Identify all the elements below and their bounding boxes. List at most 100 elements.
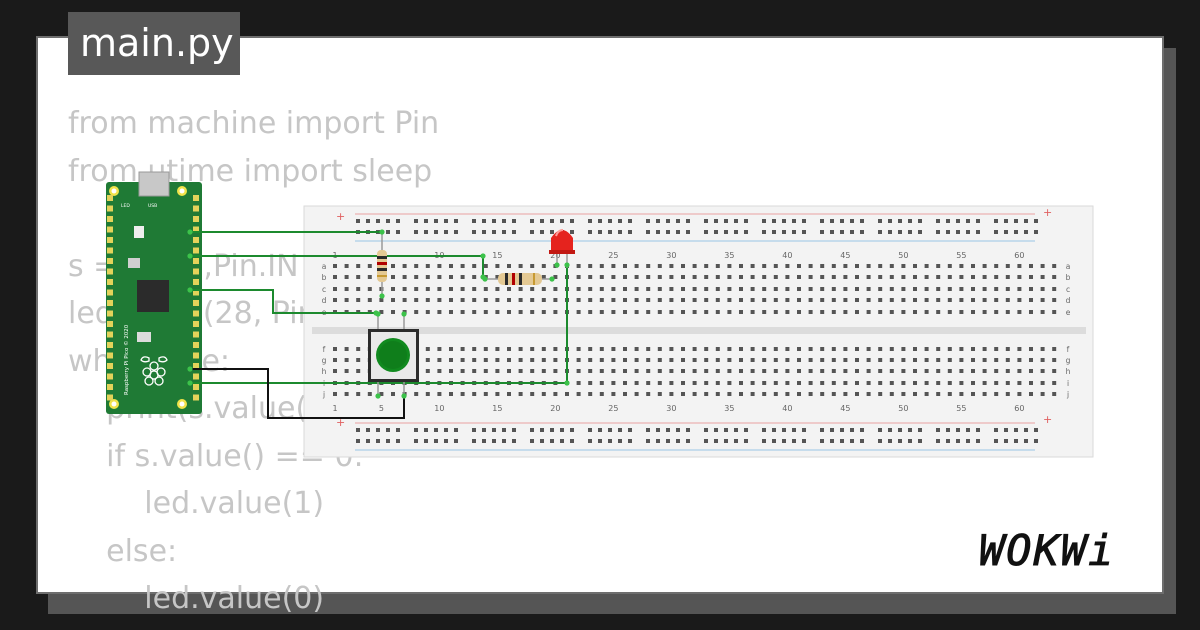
rail-hole — [820, 219, 824, 223]
resistor-horizontal[interactable] — [485, 273, 552, 285]
breadboard-hole — [449, 347, 453, 351]
breadboard-hole — [924, 381, 929, 385]
rail-hole — [782, 230, 786, 234]
connection-dot — [379, 293, 385, 299]
rail-hole — [502, 428, 506, 432]
resistor-vertical[interactable] — [377, 232, 387, 296]
breadboard-hole — [797, 287, 801, 291]
breadboard-hole — [889, 358, 894, 362]
breadboard-hole — [681, 287, 685, 291]
rail-hole — [492, 439, 496, 443]
breadboard-hole — [727, 298, 732, 302]
breadboard-hole — [936, 298, 941, 302]
rail-hole — [792, 230, 796, 234]
red-led[interactable] — [549, 229, 575, 268]
rail-hole — [376, 219, 380, 223]
breadboard-hole — [727, 310, 732, 314]
breadboard-hole — [333, 264, 337, 268]
breadboard-hole — [727, 287, 732, 291]
pico-pin — [107, 321, 113, 327]
breadboard-hole — [924, 287, 929, 291]
rail-hole — [714, 428, 718, 432]
breadboard-hole — [483, 298, 488, 302]
pushbutton[interactable] — [368, 314, 419, 396]
breadboard-hole — [739, 310, 743, 314]
rail-hole — [956, 230, 960, 234]
rail-hole — [618, 428, 622, 432]
breadboard-hole — [599, 310, 604, 314]
breadboard-hole — [356, 275, 361, 279]
rail-hole — [608, 219, 612, 223]
breadboard-hole — [553, 310, 558, 314]
breadboard-hole — [797, 275, 801, 279]
breadboard-hole — [460, 264, 465, 268]
pico-pin — [107, 237, 113, 243]
breadboard-hole — [959, 287, 964, 291]
breadboard-hole — [971, 369, 975, 373]
breadboard-hole — [623, 381, 627, 385]
breadboard-hole — [901, 310, 906, 314]
breadboard-hole — [762, 347, 767, 351]
wire-gp5-to-button[interactable] — [190, 289, 376, 314]
breadboard-hole — [831, 275, 836, 279]
rail-hole — [666, 439, 670, 443]
breadboard-hole — [959, 310, 964, 314]
rail-hole — [1024, 428, 1028, 432]
breadboard-hole — [1052, 298, 1057, 302]
rail-hole — [820, 439, 824, 443]
rail-hole — [976, 439, 980, 443]
rail-hole — [396, 439, 400, 443]
breadboard-hole — [808, 298, 813, 302]
rail-hole — [898, 428, 902, 432]
breadboard-hole — [541, 369, 546, 373]
breadboard-hole — [750, 369, 755, 373]
rail-hole — [762, 439, 766, 443]
rail-hole — [472, 230, 476, 234]
connection-dot — [187, 253, 193, 259]
row-letter: a — [322, 262, 327, 271]
breadboard-hole — [878, 298, 883, 302]
breadboard-hole — [843, 310, 848, 314]
column-number: 55 — [956, 251, 966, 260]
rail-hole — [772, 230, 776, 234]
breadboard-hole — [936, 275, 941, 279]
rail-hole — [792, 428, 796, 432]
breadboard-hole — [425, 298, 430, 302]
wire-gnd-black[interactable] — [190, 368, 405, 419]
column-number: 20 — [550, 404, 560, 413]
breadboard-hole — [773, 358, 778, 362]
breadboard-hole — [715, 264, 720, 268]
raspberry-pi-pico[interactable]: LED USB Raspberry Pi Pico © 2020 — [106, 171, 202, 414]
rail-hole — [878, 428, 882, 432]
file-tab[interactable]: main.py — [68, 12, 240, 75]
breadboard-hole — [623, 347, 627, 351]
breadboard-hole — [773, 298, 778, 302]
breadboard-hole — [367, 264, 372, 268]
breadboard-hole — [820, 275, 825, 279]
breadboard-hole — [762, 369, 767, 373]
breadboard-hole — [855, 381, 859, 385]
breadboard-hole — [773, 275, 778, 279]
breadboard-hole — [692, 298, 697, 302]
breadboard-hole — [843, 369, 848, 373]
pico-pin — [193, 342, 199, 348]
rail-hole — [734, 219, 738, 223]
rail-plus-bottom-left: + — [336, 416, 345, 429]
breadboard-hole — [762, 298, 767, 302]
breadboard-hole — [947, 392, 952, 396]
breadboard-hole — [704, 298, 709, 302]
pico-pin — [107, 268, 113, 275]
breadboard-hole — [947, 287, 952, 291]
rail-hole — [550, 439, 554, 443]
breadboard-hole — [1005, 298, 1010, 302]
breadboard-hole — [483, 310, 488, 314]
breadboard-hole — [936, 392, 941, 396]
rail-hole — [366, 439, 370, 443]
rail-hole — [414, 439, 418, 443]
breadboard-hole — [1005, 381, 1010, 385]
rail-hole — [434, 219, 438, 223]
breadboard-hole — [634, 347, 639, 351]
breadboard-hole — [831, 347, 836, 351]
rail-hole — [656, 219, 660, 223]
rail-hole — [356, 219, 360, 223]
